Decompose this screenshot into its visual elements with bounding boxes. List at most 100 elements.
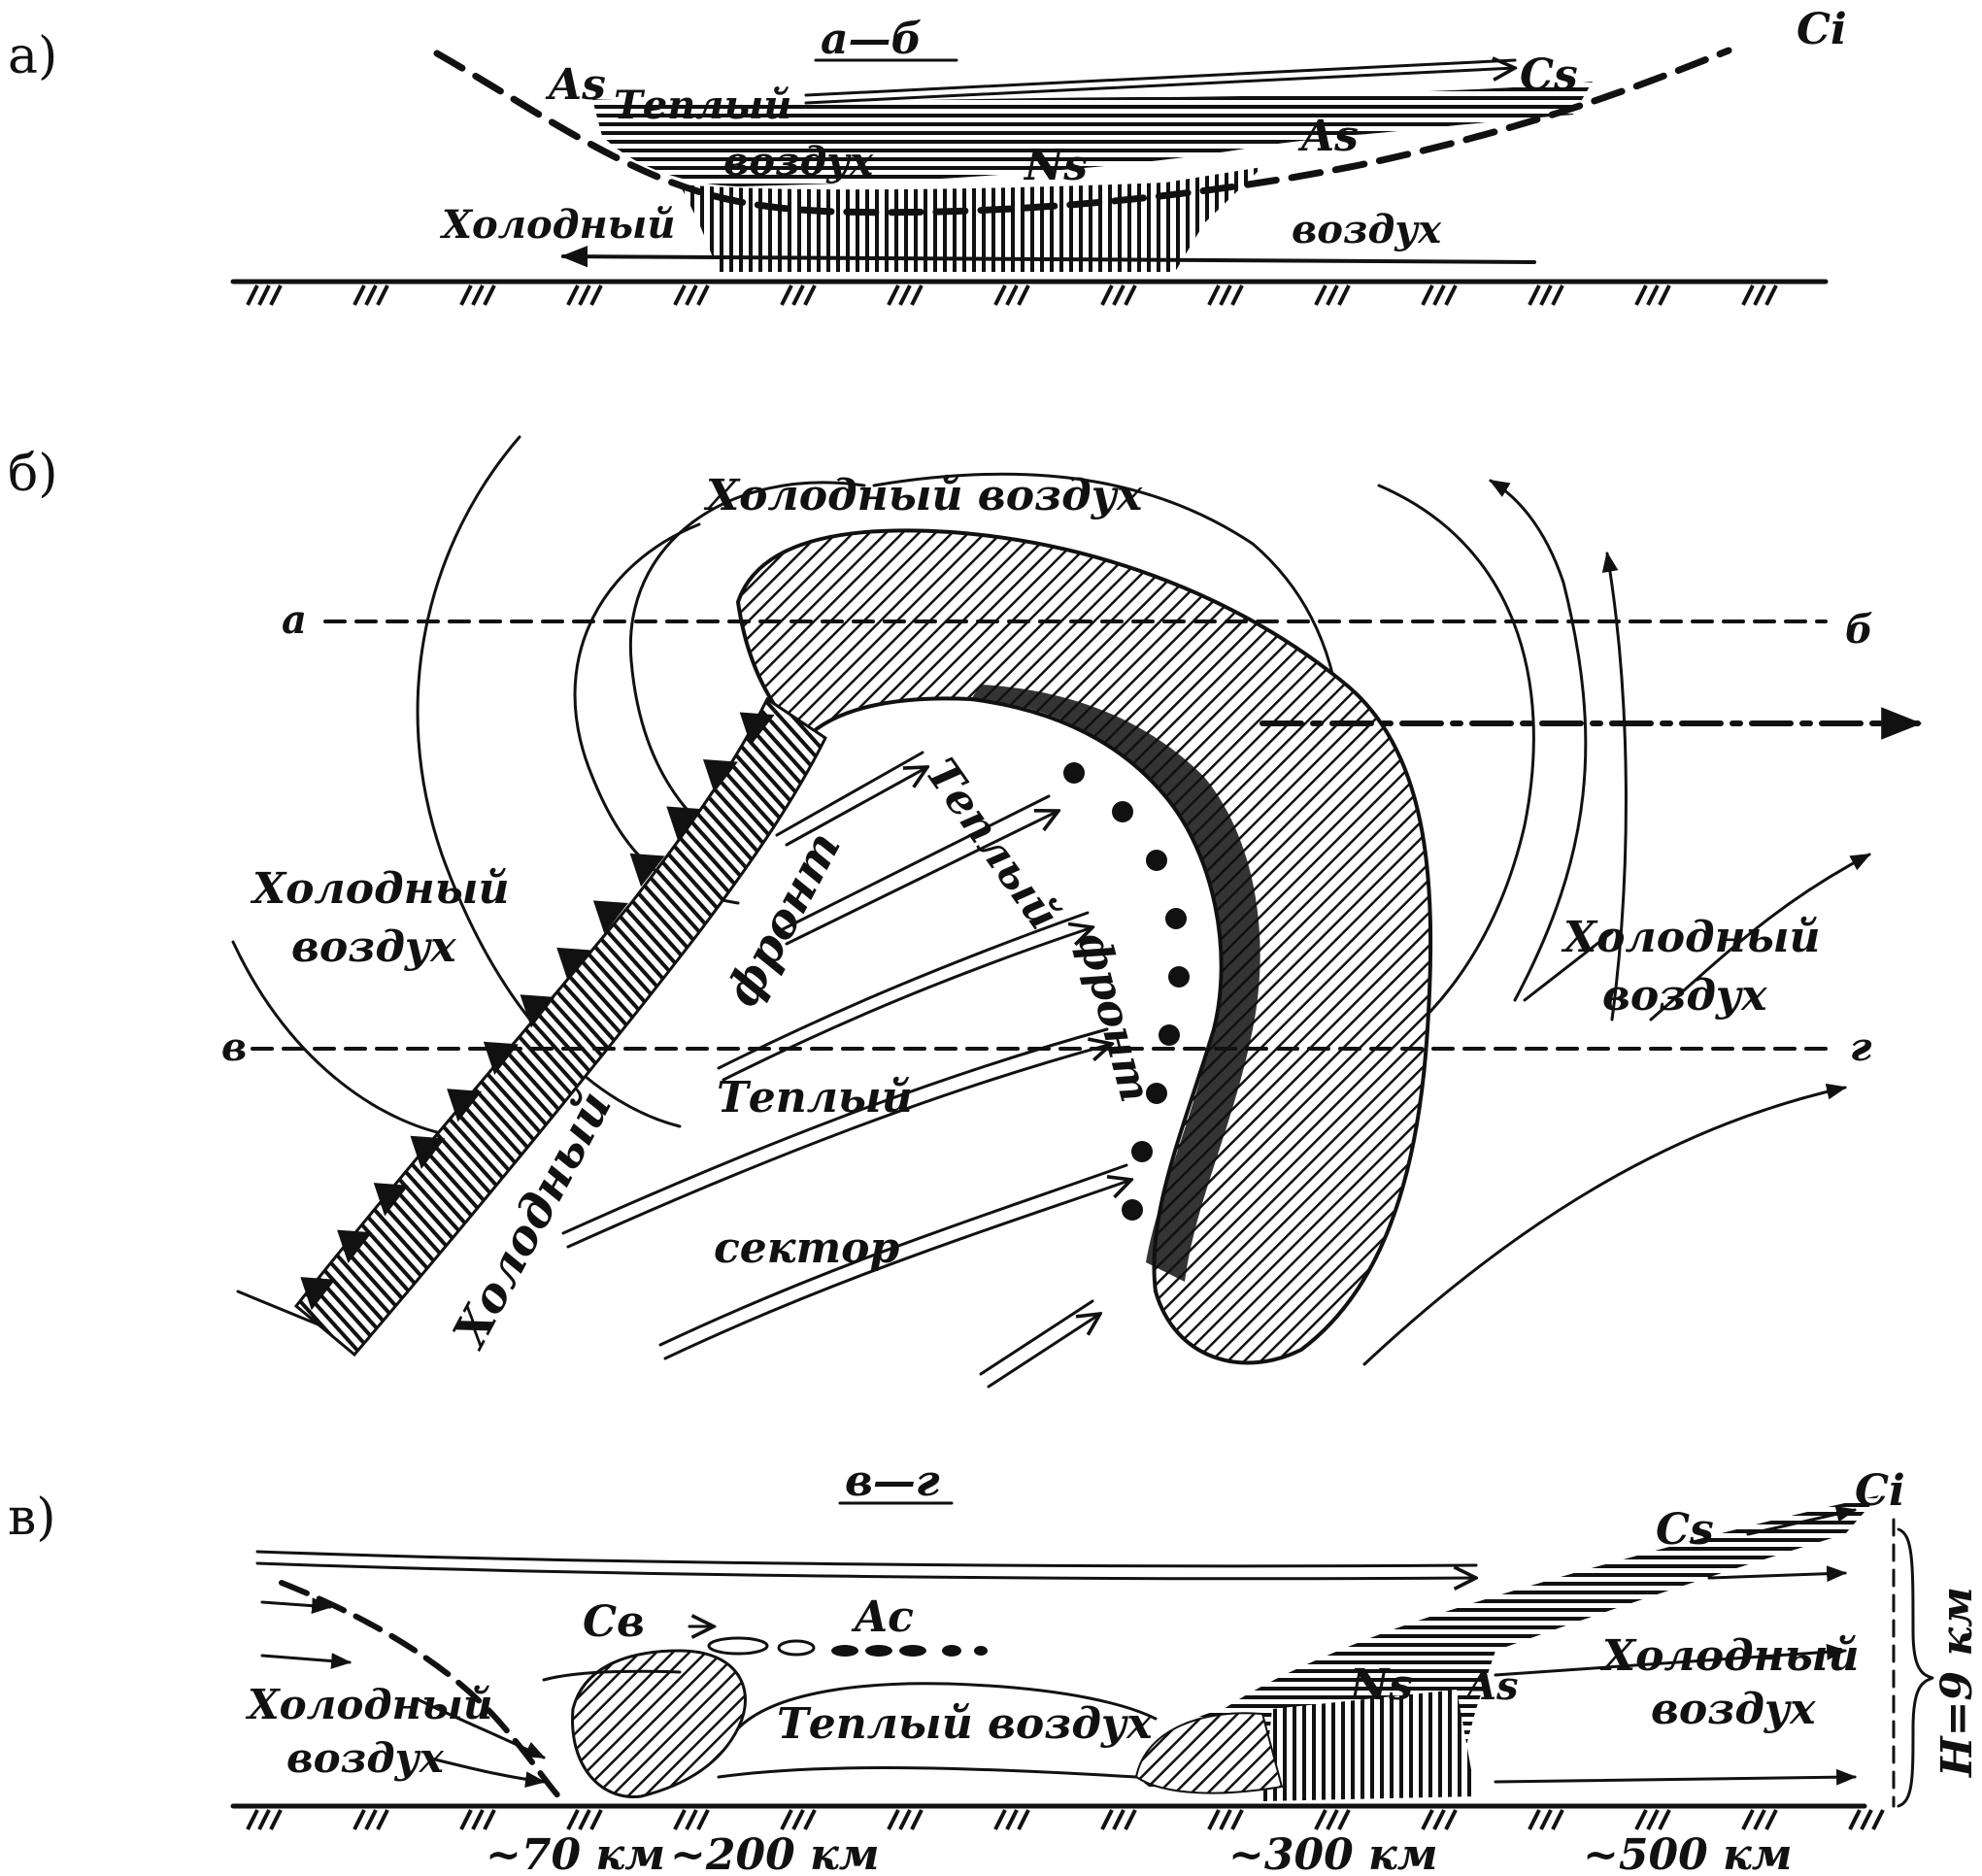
ground-hatch-mark <box>1646 1809 1660 1830</box>
cold-front-triangle <box>373 1183 409 1217</box>
panel-v-height-bracket <box>1897 1527 1934 1808</box>
ground-hatch-mark <box>791 285 805 306</box>
warm-front-semicircle <box>1063 762 1085 784</box>
ground-hatch-mark <box>1764 285 1778 306</box>
ground-hatch-mark <box>791 1809 805 1830</box>
panel-v-height-label: Н=9 км <box>1932 1587 1982 1779</box>
point-v-label: в <box>221 1024 247 1070</box>
panel-v-distance-2: ~200 км <box>670 1830 880 1876</box>
panel-a-label: а) <box>8 27 57 85</box>
ground-hatch-mark <box>578 285 591 306</box>
ground-hatch-mark <box>257 1809 271 1830</box>
panel-v-distance-1: ~70 км <box>486 1830 665 1876</box>
point-g-label: г <box>1850 1024 1872 1070</box>
ground-hatch-mark <box>566 1809 580 1830</box>
panel-v-ac-cloud <box>707 1636 988 1657</box>
cold-front-triangle <box>300 1277 336 1311</box>
panel-a-ns-precipitation <box>680 167 1262 272</box>
warm-front-semicircle <box>1122 1199 1143 1221</box>
warm-front-semicircle <box>1131 1141 1153 1162</box>
ground-hatch-mark <box>696 285 710 306</box>
ground-hatch-mark <box>269 1809 283 1830</box>
panel-a-warm-front-surface <box>433 47 1732 217</box>
ground-hatch-mark <box>1658 285 1671 306</box>
ground-hatch-mark <box>1230 1809 1244 1830</box>
cold-front-triangle <box>337 1229 373 1263</box>
panel-v-right-flow-3 <box>1746 1505 1858 1536</box>
panel-v-left-flow-2 <box>260 1653 353 1669</box>
warm-sector-label-1: Теплый <box>717 1073 913 1122</box>
warm-front-semicircle <box>1146 850 1167 871</box>
ground-hatch-mark <box>685 1809 698 1830</box>
point-b-label: б <box>1845 607 1873 653</box>
ground-hatch-mark <box>364 1809 378 1830</box>
flow-arrow-right-lower <box>1362 1083 1848 1366</box>
warm-front-semicircle <box>1159 1024 1180 1046</box>
ground-hatch-mark <box>1871 1809 1885 1830</box>
panel-a-warm-air-2: воздух <box>723 139 874 184</box>
ground-hatch-mark <box>1432 1809 1446 1830</box>
panel-a-warm-air-1: Теплый <box>614 83 791 128</box>
ground-hatch-mark <box>803 1809 817 1830</box>
panel-v-cold-left-2: воздух <box>286 1734 445 1782</box>
panel-a-cold-flow-arrow <box>560 245 1536 268</box>
ground-hatch-mark <box>887 285 900 306</box>
panel-v-right-flow-1 <box>1494 1643 1848 1677</box>
cold-front-triangle <box>666 806 702 840</box>
ground-hatch-mark <box>898 1809 912 1830</box>
warm-front-semicircle <box>1146 1083 1167 1104</box>
ground-hatch-mark <box>1005 285 1019 306</box>
ground-hatch-mark <box>257 285 271 306</box>
ground-hatch-mark <box>803 285 817 306</box>
panel-v-cloud-as: As <box>1462 1663 1519 1709</box>
ground-hatch-mark <box>1634 1809 1648 1830</box>
panel-a-cold-air-2: воздух <box>1292 207 1442 252</box>
ground-hatch-mark <box>1860 1809 1873 1830</box>
ground-hatch-mark <box>1207 1809 1221 1830</box>
panel-v-cloud-ci: Ci <box>1855 1466 1905 1516</box>
panel-v-left-flow-3 <box>416 1697 546 1759</box>
ground-hatch-mark <box>1444 1809 1458 1830</box>
panel-v-ns-cloud-base <box>1134 1712 1284 1794</box>
ground-hatch-mark <box>1551 285 1564 306</box>
ground-hatch-mark <box>471 285 485 306</box>
ground-hatch-mark <box>566 285 580 306</box>
ground-hatch-mark <box>780 285 793 306</box>
ground-hatch-mark <box>1326 1809 1339 1830</box>
ground-hatch-mark <box>269 285 283 306</box>
cold-front-triangle <box>629 853 665 888</box>
panel-a-section-title: а—б <box>821 15 922 64</box>
ground-hatch-mark <box>1764 1809 1778 1830</box>
ground-hatch-mark <box>1337 285 1351 306</box>
ground-hatch-mark <box>1528 285 1541 306</box>
panel-v-cloud-ac: Ac <box>851 1592 914 1642</box>
panel-v-section-title: в—г <box>845 1457 940 1506</box>
panel-v-warm-air-outline <box>717 1682 1158 1779</box>
ground-hatch-mark <box>1314 285 1327 306</box>
warm-front-line <box>971 685 1260 1282</box>
warm-sector-label-2: сектор <box>714 1223 899 1273</box>
ground-hatch-mark <box>1753 285 1766 306</box>
flow-arrow-right-diagonal <box>1649 853 1871 1022</box>
ground-hatch-mark <box>1421 1809 1434 1830</box>
ground-hatch-mark <box>364 285 378 306</box>
ground-hatch-mark <box>1219 1809 1232 1830</box>
ground-hatch-mark <box>589 285 603 306</box>
ground-hatch-mark <box>459 1809 473 1830</box>
ground-hatch-mark <box>910 1809 924 1830</box>
ground-hatch-mark <box>459 285 473 306</box>
ground-hatch-mark <box>246 1809 259 1830</box>
panel-a-cloud-cs: Cs <box>1520 50 1578 100</box>
ground-hatch-mark <box>483 285 496 306</box>
ground-hatch-mark <box>1741 285 1755 306</box>
ground-hatch-mark <box>1017 1809 1030 1830</box>
ground-hatch-mark <box>1112 1809 1125 1830</box>
ground-hatch-mark <box>1100 285 1114 306</box>
ground-hatch-mark <box>1207 285 1221 306</box>
ground-hatch-mark <box>1124 285 1137 306</box>
ground-hatch-mark <box>1646 285 1660 306</box>
flow-arrow-right-up <box>1601 551 1628 1022</box>
panel-v-upper-flow-arrow <box>255 1561 1476 1579</box>
